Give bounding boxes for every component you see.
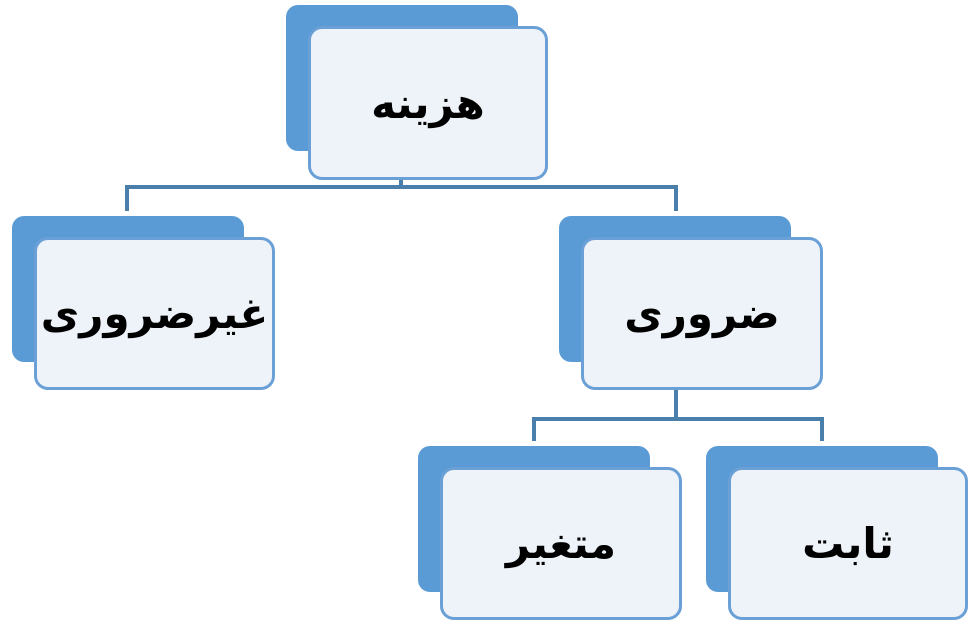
- node-variable-label: متغیر: [505, 519, 617, 568]
- node-root-label: هزینه: [371, 78, 485, 128]
- connector-to-fixed: [820, 417, 824, 441]
- connector-to-variable: [532, 417, 536, 441]
- connector-essential-stem: [674, 368, 678, 420]
- connector-to-essential: [674, 185, 678, 211]
- node-fixed-label: ثابت: [802, 519, 894, 568]
- node-root: هزینه: [308, 26, 548, 180]
- connector-root-bar: [125, 185, 678, 189]
- connector-essential-bar: [532, 417, 824, 421]
- node-essential: ضروری: [581, 237, 823, 390]
- node-essential-label: ضروری: [624, 289, 780, 338]
- node-variable: متغیر: [440, 467, 682, 620]
- connector-to-non-essential: [125, 185, 129, 211]
- node-non-essential: غیرضروری: [34, 237, 275, 390]
- node-non-essential-label: غیرضروری: [40, 289, 269, 338]
- node-fixed: ثابت: [728, 467, 968, 620]
